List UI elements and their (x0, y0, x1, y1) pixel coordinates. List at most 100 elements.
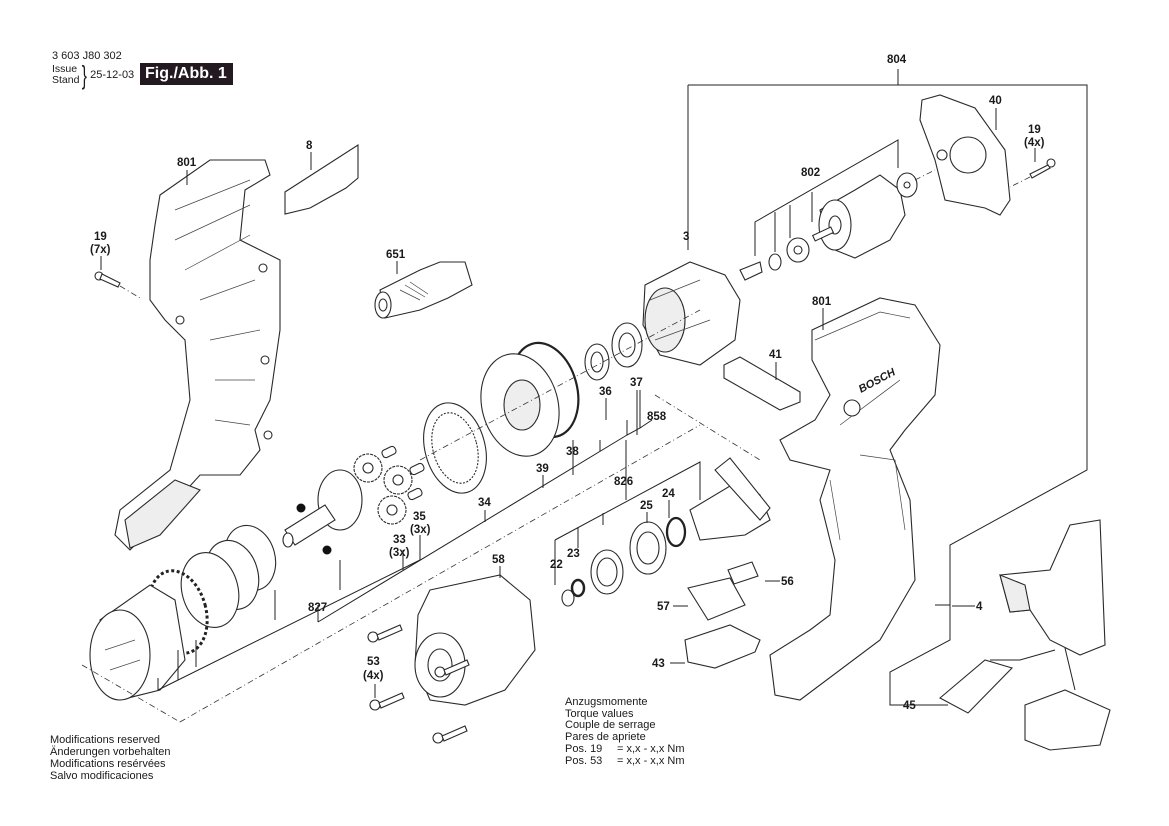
issue-date: 25-12-03 (90, 68, 135, 81)
planet-pins-35 (381, 445, 425, 501)
centerline (179, 424, 701, 723)
callout-56: 56 (781, 576, 794, 588)
issue-labels: Issue Stand (52, 64, 79, 86)
callout-33-qty: (3x) (389, 547, 410, 559)
issue-label: Issue (52, 63, 78, 75)
callout-24: 24 (662, 488, 675, 500)
callout-801-right: 801 (812, 296, 832, 308)
bracket-858 (317, 390, 653, 623)
callout-34: 34 (478, 497, 491, 509)
springs (180, 524, 277, 628)
screw-19-right (1009, 158, 1056, 188)
modifications-notice: Modifications reserved Änderungen vorbeh… (50, 734, 170, 782)
callout-19-right: 19 (1028, 124, 1041, 136)
slide-switch-41 (723, 356, 801, 411)
callout-36: 36 (599, 386, 612, 398)
label-56 (727, 561, 759, 585)
gear-housing-58 (414, 574, 536, 706)
centerline (81, 664, 181, 723)
notice-es: Salvo modificaciones (50, 770, 154, 782)
label-57 (687, 577, 746, 621)
callout-45: 45 (903, 700, 916, 712)
gear-carrier-39 (480, 353, 560, 457)
callout-38: 38 (566, 446, 579, 458)
notice-en: Modifications reserved (50, 734, 161, 746)
torque-row: Pos. 19 = x,x - x,x Nm (565, 742, 685, 756)
centerline (654, 394, 761, 461)
callout-801-left: 801 (177, 157, 197, 169)
washer-25-hole (636, 531, 660, 565)
torque-value: = x,x - x,x Nm (617, 754, 685, 767)
callout-35: 35 (413, 511, 426, 523)
bushing-assembly (590, 549, 624, 595)
torque-title-de: Anzugsmomente (565, 696, 648, 708)
bracket-827 (157, 559, 421, 691)
label-43 (684, 624, 761, 669)
stand-label: Stand (52, 74, 80, 86)
anvil (689, 457, 771, 541)
callout-4: 4 (976, 601, 983, 613)
document-number: 3 603 J80 302 (52, 50, 122, 62)
callout-802: 802 (801, 167, 820, 179)
callout-43: 43 (652, 658, 665, 670)
torque-title-fr: Couple de serrage (565, 719, 656, 732)
bracket-45 (889, 605, 951, 706)
torque-value: = x,x - x,x Nm (617, 742, 685, 755)
callout-827: 827 (308, 602, 327, 614)
callout-33: 33 (393, 534, 406, 546)
callout-19-left: 19 (94, 231, 107, 243)
stator-3 (642, 261, 741, 366)
centerline (419, 309, 701, 461)
screws-53 (367, 624, 470, 744)
callout-53-qty: (4x) (363, 670, 384, 682)
steel-ball (322, 545, 332, 555)
torque-pos: Pos. 53 (565, 754, 603, 767)
callout-23: 23 (567, 548, 580, 560)
torque-pos: Pos. 19 (565, 742, 603, 755)
bracket-802 (754, 139, 899, 256)
callout-39: 39 (536, 463, 549, 475)
callout-8: 8 (306, 140, 313, 152)
o-ring-24 (665, 516, 687, 548)
callout-826: 826 (614, 476, 633, 488)
hammer-body (89, 584, 186, 701)
callout-25: 25 (640, 500, 653, 512)
callout-41: 41 (769, 349, 782, 361)
rotor-802 (739, 169, 936, 281)
callout-40: 40 (989, 95, 1002, 107)
label-plate-8 (284, 143, 359, 215)
socket-adapter-651 (374, 261, 473, 319)
callout-19-left-qty: (7x) (90, 244, 111, 256)
steel-ball (296, 503, 306, 513)
circlip-22 (561, 589, 575, 607)
callout-651: 651 (386, 249, 406, 261)
callout-22: 22 (550, 559, 563, 571)
callout-37: 37 (630, 377, 643, 389)
screw-19-left (94, 271, 141, 299)
ring-gear-34 (423, 402, 487, 494)
callout-58: 58 (492, 554, 505, 566)
callout-35-qty: (3x) (410, 524, 431, 536)
bracket-858-ticks (402, 440, 601, 570)
housing-right-801 (769, 297, 941, 701)
bracket-804 (688, 69, 1088, 606)
callout-3: 3 (683, 231, 689, 243)
notice-fr: Modifications resérvées (50, 758, 166, 770)
figure-label: Fig./Abb. 1 (140, 63, 233, 85)
callout-858: 858 (647, 411, 667, 423)
spindle-assembly (282, 469, 363, 555)
callout-19-right-qty: (4x) (1024, 137, 1045, 149)
brace-symbol: } (82, 60, 88, 90)
issue-block: Issue Stand } 25-12-03 (52, 60, 135, 90)
pcb-45 (939, 659, 1014, 714)
torque-title-es: Pares de apriete (565, 731, 646, 744)
o-ring-23 (570, 578, 586, 598)
torque-row: Pos. 53 = x,x - x,x Nm (565, 754, 685, 768)
planet-gears-33 (353, 453, 413, 525)
bearing-37-hole (618, 332, 636, 358)
callout-804: 804 (887, 54, 907, 66)
callout-57: 57 (657, 601, 670, 613)
torque-title-en: Torque values (565, 707, 634, 720)
torque-values-block: Anzugsmomente Torque values Couple de se… (565, 696, 685, 768)
